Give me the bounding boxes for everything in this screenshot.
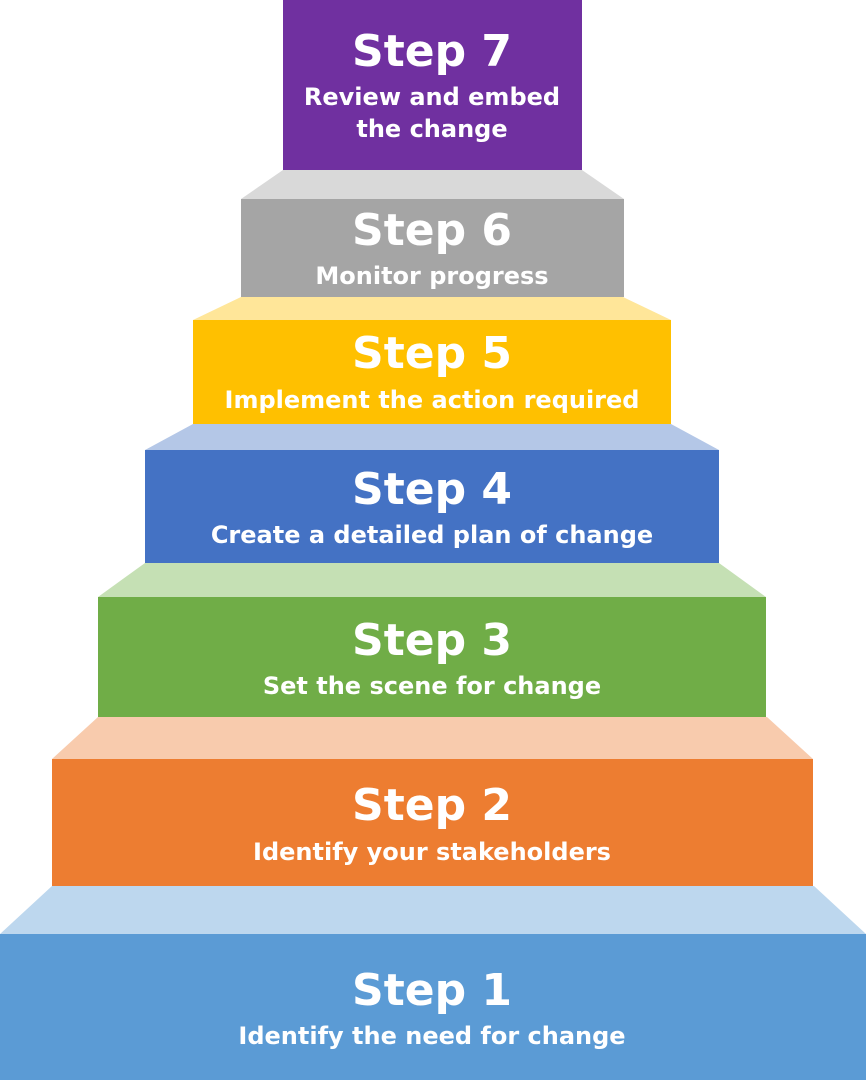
step-3-top-face (98, 563, 766, 597)
step-1-top-face (0, 886, 866, 934)
step-6-description: Monitor progress (315, 262, 548, 290)
step-7-description: Review and embed (304, 83, 560, 111)
step-7: Step 7 Review and embed the change (283, 0, 582, 170)
step-7-title: Step 7 (352, 26, 512, 77)
step-6-top-face (241, 170, 624, 199)
step-3-title: Step 3 (352, 615, 512, 666)
step-1-title: Step 1 (352, 965, 512, 1016)
step-2-top-face (52, 717, 813, 759)
step-3-description: Set the scene for change (263, 672, 601, 700)
step-6-front-face (241, 199, 624, 297)
step-6-title: Step 6 (352, 205, 512, 256)
step-1-front-face (0, 934, 866, 1080)
step-6: Step 6 Monitor progress (241, 170, 624, 297)
step-1-description: Identify the need for change (238, 1022, 625, 1050)
step-4-description: Create a detailed plan of change (211, 521, 653, 549)
step-4-front-face (145, 450, 719, 563)
step-3-front-face (98, 597, 766, 717)
step-5-front-face (193, 320, 671, 424)
step-5-description: Implement the action required (225, 386, 640, 414)
step-5-top-face (193, 297, 671, 320)
step-7-description: the change (356, 115, 507, 143)
step-7-front-face (283, 0, 582, 170)
step-2-title: Step 2 (352, 780, 512, 831)
step-4-top-face (145, 424, 719, 450)
step-4-title: Step 4 (352, 464, 512, 515)
step-2-description: Identify your stakeholders (253, 838, 611, 866)
step-5: Step 5 Implement the action required (193, 297, 671, 424)
step-2: Step 2 Identify your stakeholders (52, 717, 813, 886)
step-3: Step 3 Set the scene for change (98, 563, 766, 717)
step-5-title: Step 5 (352, 328, 512, 379)
step-2-front-face (52, 759, 813, 886)
step-4: Step 4 Create a detailed plan of change (145, 424, 719, 563)
step-1: Step 1 Identify the need for change (0, 886, 866, 1080)
